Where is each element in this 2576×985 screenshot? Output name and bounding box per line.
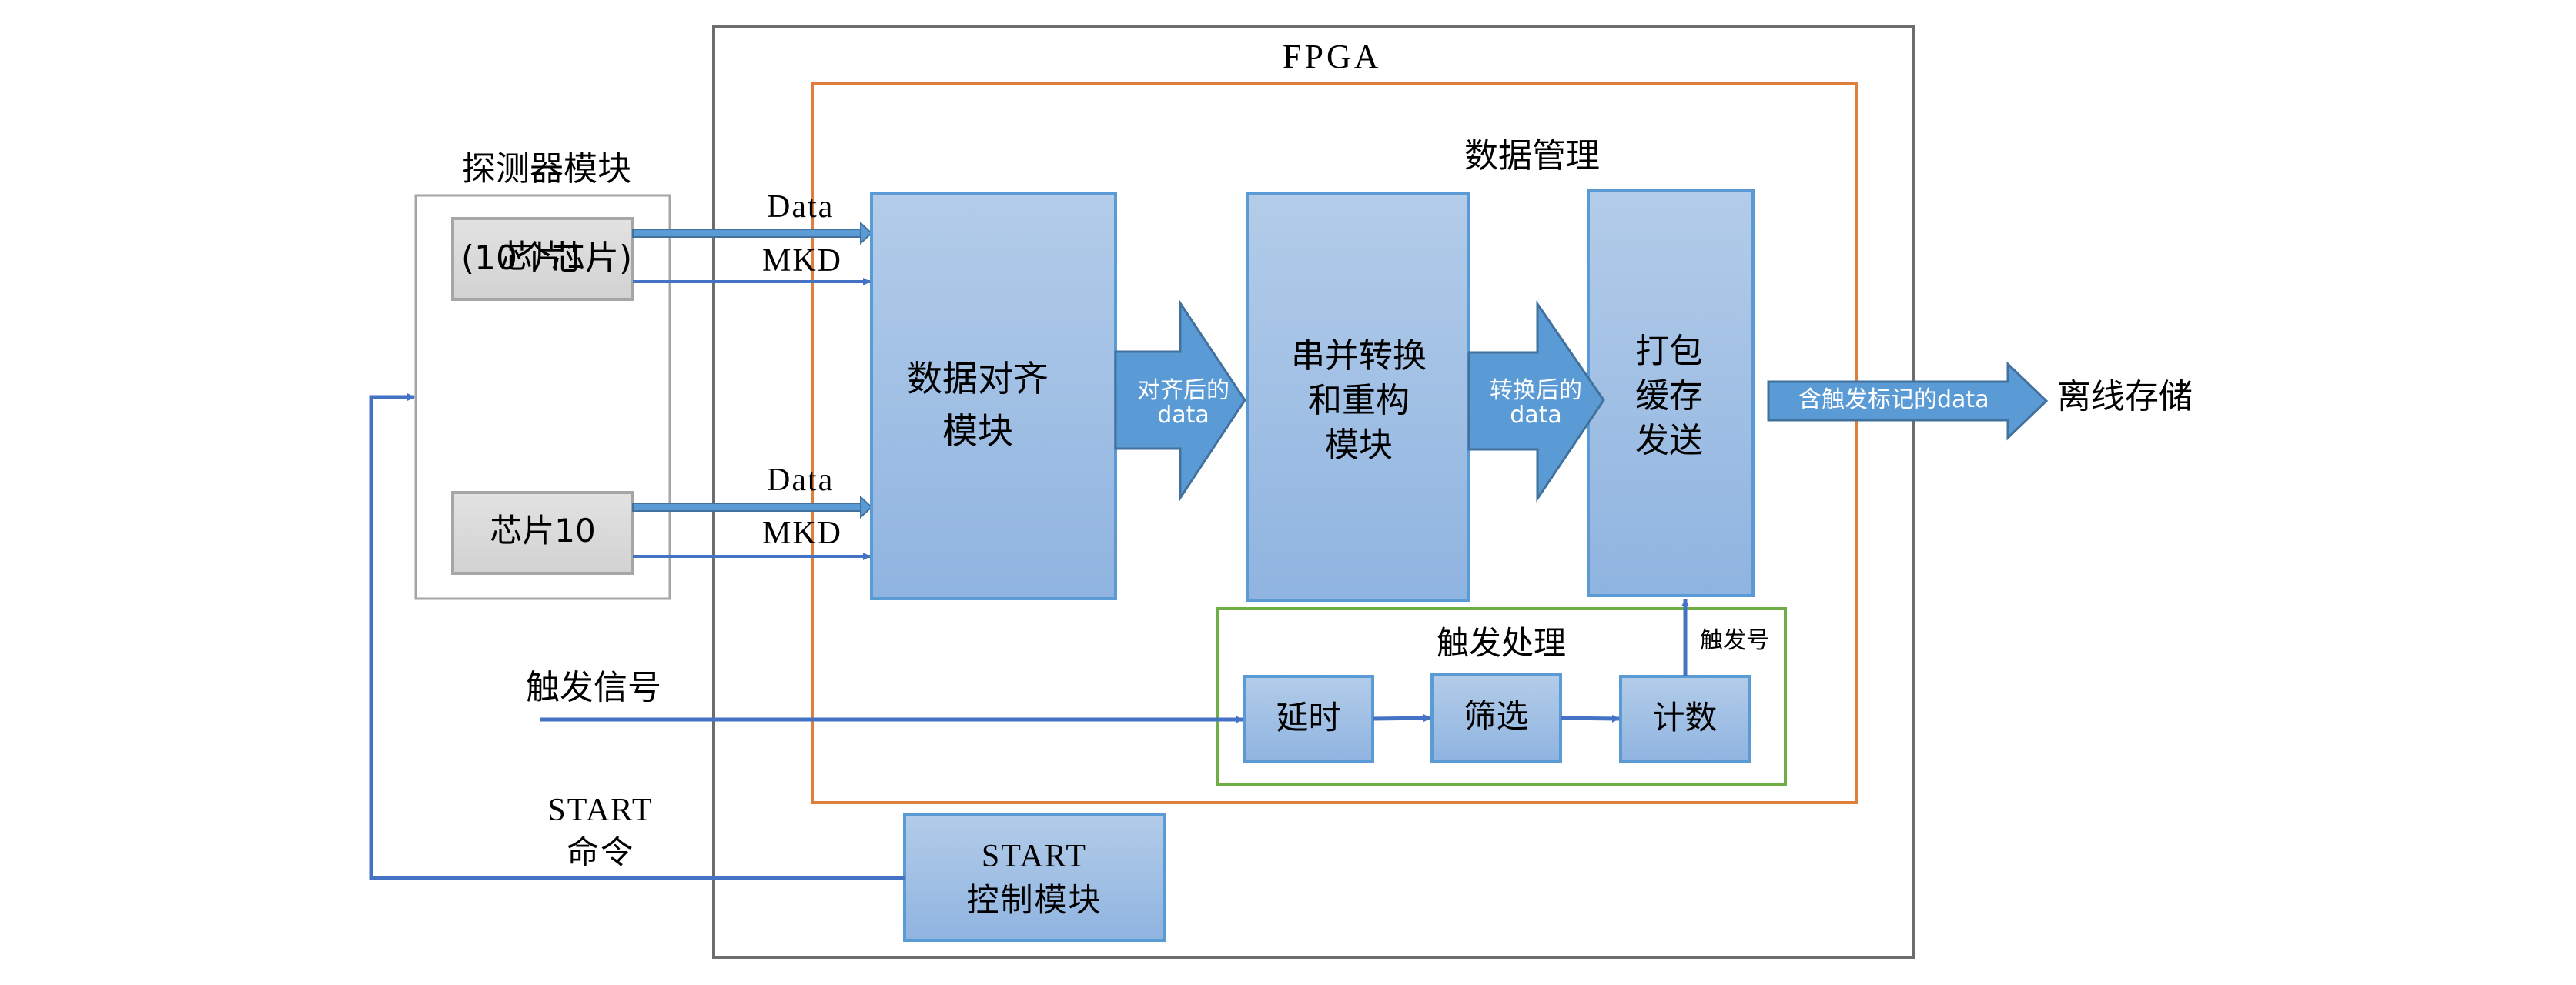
align-module-block <box>870 192 1117 600</box>
chip-10-data-arrow <box>632 495 873 519</box>
trigger-processing-box <box>1216 607 1787 786</box>
serial-module-label: 串并转换 和重构 模块 <box>1291 336 1427 465</box>
filter-label: 筛选 <box>1464 697 1529 735</box>
chip-1-label: 芯片1 <box>500 238 586 275</box>
storage-output-arrow <box>1767 361 2049 441</box>
fpga-box <box>712 25 1915 959</box>
serial-arrow-label: 转换后的 data <box>1490 377 1582 429</box>
count-block <box>1619 675 1751 763</box>
chip-10-mkd-label: MKD <box>762 516 843 551</box>
align-output-arrow <box>1114 299 1246 502</box>
fpga-title: FPGA <box>1283 38 1382 75</box>
chip-10-data-label: Data <box>767 462 835 498</box>
serial-output-arrow <box>1467 300 1605 503</box>
delay-block <box>1243 675 1374 763</box>
start-control-label: START 控制模块 <box>966 839 1102 919</box>
chip-1-data-arrow <box>632 221 873 245</box>
chip-1-mkd-label: MKD <box>762 243 843 279</box>
chip-10-box <box>451 491 634 575</box>
detector-title: 探测器模块 (10个芯片) <box>431 102 662 326</box>
delay-label: 延时 <box>1276 699 1341 736</box>
start-control-block <box>903 813 1166 942</box>
storage-arrow-label: 含触发标记的data <box>1798 386 1989 413</box>
trigger-processing-title: 触发处理 <box>1437 624 1567 662</box>
filter-to-count-arrow <box>1560 714 1620 723</box>
count-label: 计数 <box>1652 699 1718 736</box>
trigger-signal-label: 触发信号 <box>526 668 661 707</box>
align-arrow-label: 对齐后的 data <box>1137 377 1229 429</box>
chip-1-data-label: Data <box>767 189 835 225</box>
filter-block <box>1430 673 1562 763</box>
offline-storage-label: 离线存储 <box>2057 377 2193 416</box>
chip-10-label: 芯片10 <box>490 512 596 549</box>
start-command-line <box>369 393 905 880</box>
data-management-title: 数据管理 <box>1464 136 1600 175</box>
detector-title-line1: 探测器模块 <box>462 149 631 189</box>
trigger-number-label: 触发号 <box>1700 627 1769 654</box>
align-module-label: 数据对齐 模块 <box>907 358 1049 452</box>
delay-to-filter-arrow <box>1372 714 1431 723</box>
detector-title-line2: (10个芯片) <box>460 239 633 278</box>
chip-1-box <box>451 217 634 301</box>
start-command-label: START 命令 <box>547 793 654 871</box>
serial-module-block <box>1246 192 1470 602</box>
data-management-box <box>811 82 1858 804</box>
pack-module-label: 打包 缓存 发送 <box>1635 332 1703 460</box>
pack-module-block <box>1587 189 1755 597</box>
